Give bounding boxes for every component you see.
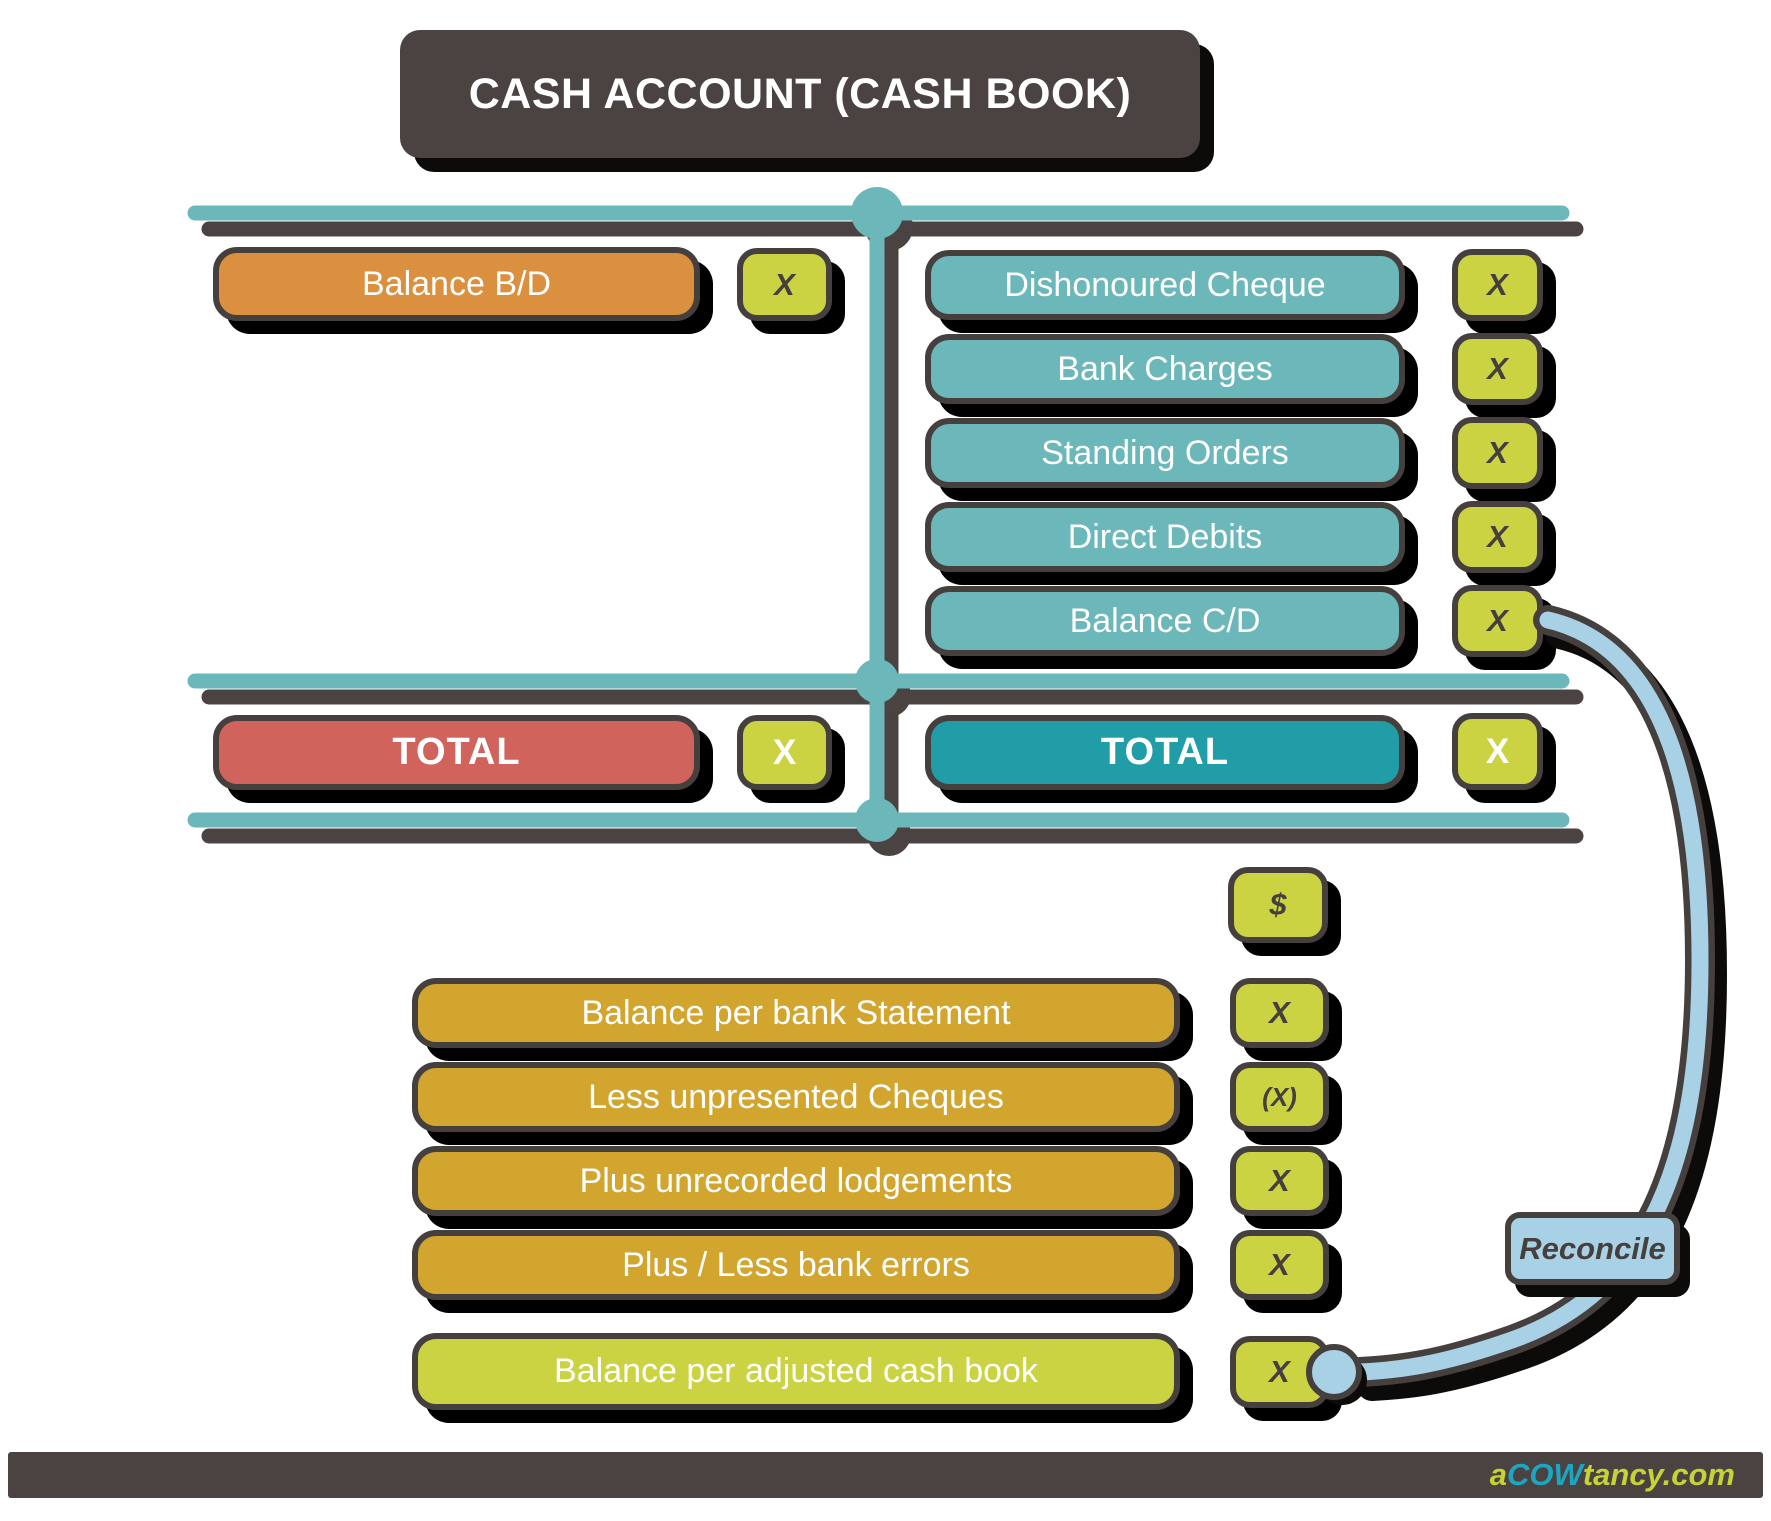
- amount-value: X: [1269, 1247, 1290, 1282]
- brand-mid: COW: [1507, 1457, 1583, 1492]
- amount-value: X: [1487, 603, 1508, 638]
- pill-label: Balance C/D: [1069, 601, 1261, 640]
- amount-badge-balance-bd: X: [737, 248, 832, 321]
- pill-label: Balance B/D: [362, 264, 551, 303]
- pill-plus-unrecorded-lodgements: Plus unrecorded lodgements: [412, 1146, 1180, 1216]
- currency-header-badge: $: [1228, 867, 1328, 943]
- pill-label: TOTAL: [1100, 731, 1230, 773]
- amount-value: X: [1487, 519, 1508, 554]
- amount-badge-balance-per-bank-statement: X: [1230, 978, 1329, 1048]
- amount-badge-total-credit: X: [1452, 713, 1543, 790]
- pill-less-unpresented-cheques: Less unpresented Cheques: [412, 1062, 1180, 1132]
- pill-balance-bd: Balance B/D: [213, 247, 700, 321]
- page-title: CASH ACCOUNT (CASH BOOK): [468, 69, 1132, 118]
- pill-direct-debits: Direct Debits: [925, 502, 1405, 572]
- amount-badge-less-unpresented-cheques: (X): [1230, 1062, 1329, 1132]
- pill-label: Bank Charges: [1057, 349, 1273, 388]
- brand-suffix: tancy.com: [1582, 1457, 1735, 1492]
- amount-value: X: [1269, 1354, 1290, 1389]
- amount-value: X: [1269, 1163, 1290, 1198]
- pill-bank-charges: Bank Charges: [925, 334, 1405, 404]
- amount-value: X: [1485, 731, 1510, 771]
- amount-value: X: [1487, 351, 1508, 386]
- amount-value: X: [1487, 267, 1508, 302]
- amount-value: X: [774, 266, 795, 302]
- pill-label: Direct Debits: [1067, 517, 1263, 556]
- amount-badge-direct-debits: X: [1452, 501, 1543, 573]
- amount-badge-total-debit: X: [737, 715, 832, 790]
- junction-node-top: [851, 187, 903, 239]
- pill-plus-less-bank-errors: Plus / Less bank errors: [412, 1230, 1180, 1300]
- reconcile-text: Reconcile: [1519, 1230, 1666, 1266]
- pill-label: Less unpresented Cheques: [588, 1077, 1004, 1116]
- pill-label: Standing Orders: [1041, 433, 1289, 472]
- pill-label: Dishonoured Cheque: [1004, 265, 1326, 304]
- currency-symbol: $: [1269, 887, 1287, 922]
- pill-label: Balance per bank Statement: [581, 993, 1011, 1032]
- reconcile-label: Reconcile: [1505, 1212, 1680, 1285]
- pill-balance-per-bank-statement: Balance per bank Statement: [412, 978, 1180, 1048]
- amount-badge-bank-charges: X: [1452, 333, 1543, 405]
- amount-value: X: [772, 732, 797, 772]
- pill-total-debit: TOTAL: [213, 715, 700, 790]
- brand-logo: aCOWtancy.com: [1490, 1457, 1735, 1493]
- amount-badge-plus-unrecorded-lodgements: X: [1230, 1146, 1329, 1216]
- amount-value: X: [1487, 435, 1508, 470]
- pill-standing-orders: Standing Orders: [925, 418, 1405, 488]
- amount-badge-plus-less-bank-errors: X: [1230, 1230, 1329, 1300]
- pill-balance-cd: Balance C/D: [925, 586, 1405, 656]
- pill-label: Plus / Less bank errors: [622, 1245, 970, 1284]
- pill-label: Balance per adjusted cash book: [554, 1352, 1038, 1390]
- amount-badge-standing-orders: X: [1452, 417, 1543, 489]
- pill-dishonoured-cheque: Dishonoured Cheque: [925, 250, 1405, 320]
- pill-label: Plus unrecorded lodgements: [579, 1161, 1013, 1200]
- reconcile-endpoint-node: [1306, 1344, 1362, 1400]
- brand-prefix: a: [1489, 1457, 1508, 1492]
- amount-value: X: [1269, 995, 1290, 1030]
- title-box: CASH ACCOUNT (CASH BOOK): [400, 30, 1200, 158]
- amount-value: (X): [1262, 1081, 1297, 1112]
- pill-total-credit: TOTAL: [925, 715, 1405, 790]
- pill-balance-per-adjusted-cash-book: Balance per adjusted cash book: [412, 1333, 1180, 1410]
- junction-node-bottom: [855, 798, 899, 842]
- footer-bar: aCOWtancy.com: [8, 1452, 1763, 1498]
- junction-node-middle: [855, 659, 899, 703]
- amount-badge-dishonoured-cheque: X: [1452, 249, 1543, 321]
- pill-label: TOTAL: [392, 731, 521, 773]
